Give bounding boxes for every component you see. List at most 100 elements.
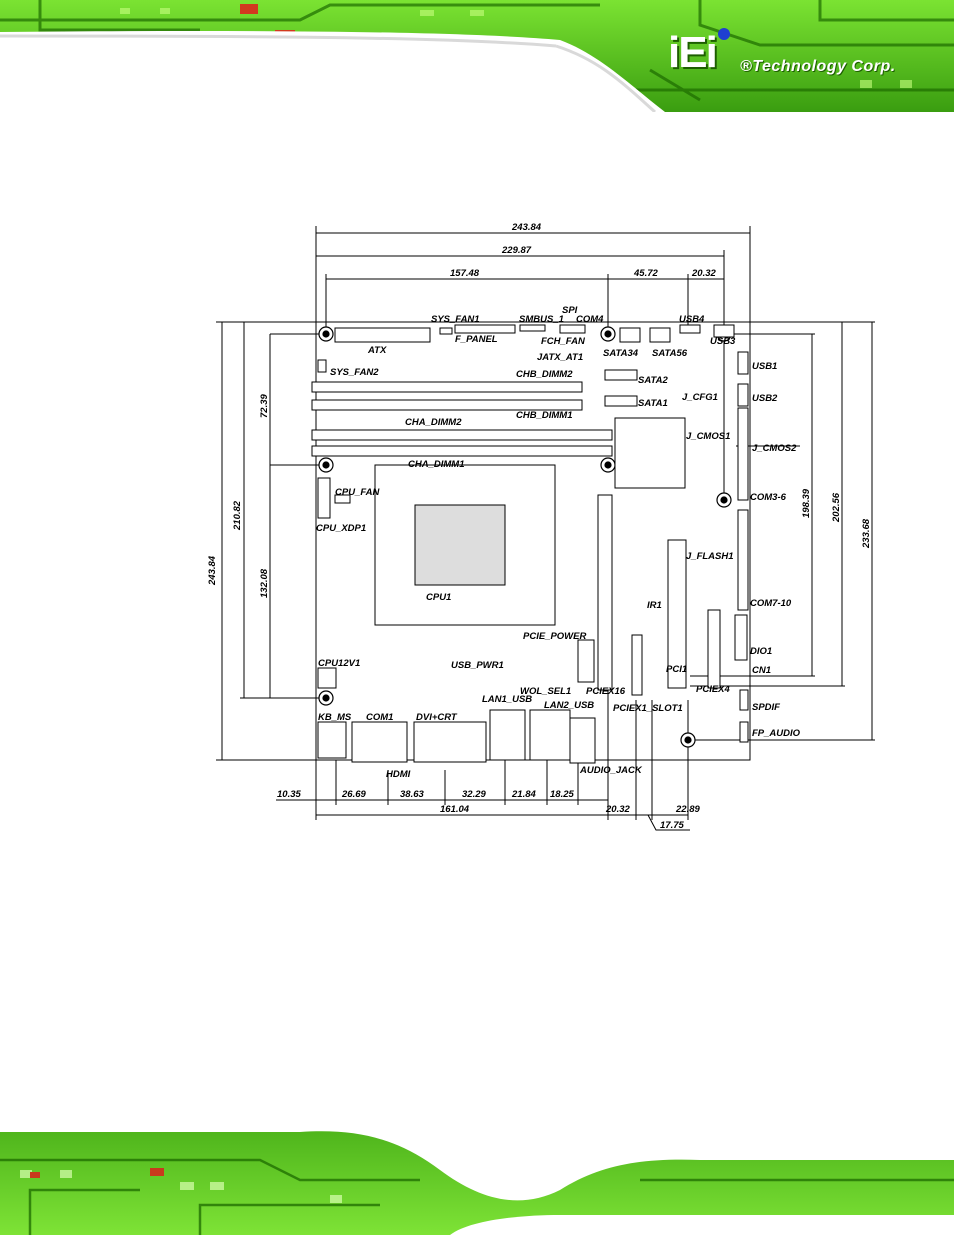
label-pciex16: PCIEX16: [586, 686, 626, 697]
dim-202-56: 202.56: [831, 492, 842, 523]
com3-6-header: [737, 407, 749, 501]
chb-dimm2-slot: [311, 381, 583, 393]
label-audio-jack: AUDIO_JACK: [579, 765, 643, 776]
label-lan1-usb: LAN1_USB: [482, 694, 532, 705]
label-dvi-crt: DVI+CRT: [416, 712, 458, 723]
dim-198-39: 198.39: [801, 488, 812, 518]
sys-fan1-header: [439, 327, 453, 335]
label-pciex4: PCIEX4: [696, 684, 731, 695]
cpu12v1-connector: [317, 667, 337, 689]
dim-20-32-bottom: 20.32: [605, 804, 630, 815]
label-pci1: PCI1: [666, 664, 687, 675]
pciex4-slot: [707, 609, 721, 689]
label-j-cmos2: J_CMOS2: [752, 443, 797, 454]
com7-10-header: [737, 509, 749, 611]
lan1-usb-port: [489, 709, 526, 761]
sys-fan2-header: [317, 359, 327, 373]
label-sata1: SATA1: [638, 398, 668, 409]
dim-20-32-top: 20.32: [691, 268, 716, 279]
label-com4: COM4: [576, 314, 604, 325]
label-hdmi: HDMI: [386, 769, 411, 780]
usb1-header: [737, 351, 749, 375]
page-header-banner: iEi ®Technology Corp.: [0, 0, 954, 112]
pci1-slot: [667, 539, 687, 689]
pciex16-slot: [597, 494, 613, 691]
circuit-board-header-graphic: [0, 0, 954, 112]
label-sata34: SATA34: [603, 348, 639, 359]
dim-45-72: 45.72: [633, 268, 658, 279]
cha-dimm2-slot: [311, 429, 613, 441]
label-com3-6: COM3-6: [750, 492, 787, 503]
label-jatx-at1: JATX_AT1: [537, 352, 583, 363]
label-sata2: SATA2: [638, 375, 668, 386]
usb4-header: [679, 324, 701, 334]
label-usb3: USB3: [710, 336, 736, 347]
label-cpu1: CPU1: [426, 592, 451, 603]
atx-connector: [334, 327, 431, 343]
cpu-fan-header: [334, 494, 351, 504]
company-name: ®Technology Corp.: [740, 58, 896, 75]
sata2-connector: [604, 369, 638, 381]
label-wol-sel1: WOL_SEL1: [520, 686, 571, 697]
label-usb-pwr1: USB_PWR1: [451, 660, 504, 671]
dim-32-29: 32.29: [462, 789, 486, 800]
label-cha-dimm2: CHA_DIMM2: [405, 417, 462, 428]
usb2-header: [737, 383, 749, 407]
label-usb2: USB2: [752, 393, 778, 404]
lan2-usb-port: [529, 709, 571, 761]
label-chb-dimm1: CHB_DIMM1: [516, 410, 572, 421]
dim-161-04: 161.04: [440, 804, 470, 815]
label-cpu12v1: CPU12V1: [318, 658, 360, 669]
label-pciex1-slot1: PCIEX1_SLOT1: [613, 703, 683, 714]
label-pcie-power: PCIE_POWER: [523, 631, 586, 642]
kb-ms-port: [317, 721, 347, 759]
cpu-xdp1-connector: [317, 477, 331, 519]
com1-hdmi-port: [351, 721, 408, 763]
label-cha-dimm1: CHA_DIMM1: [408, 459, 464, 470]
label-atx: ATX: [367, 345, 387, 356]
dim-18-25: 18.25: [550, 789, 574, 800]
label-j-cmos1: J_CMOS1: [686, 431, 730, 442]
label-ir1: IR1: [647, 600, 662, 611]
chipset: [614, 417, 686, 489]
dim-10-35: 10.35: [277, 789, 301, 800]
dim-229-87: 229.87: [501, 245, 532, 256]
smbus-header: [519, 324, 546, 332]
sata56-connector: [649, 327, 671, 343]
dim-132-08: 132.08: [259, 568, 270, 598]
dim-26-69: 26.69: [341, 789, 366, 800]
label-fp-audio: FP_AUDIO: [752, 728, 801, 739]
cpu1-socket: [414, 504, 506, 586]
sata34-connector: [619, 327, 641, 343]
f-panel-header: [454, 324, 516, 334]
dim-243-84-top: 243.84: [511, 222, 542, 233]
label-smbus-1: SMBUS_1: [519, 314, 564, 325]
label-f-panel: F_PANEL: [455, 334, 498, 345]
label-sys-fan2: SYS_FAN2: [330, 367, 379, 378]
dim-233-68: 233.68: [861, 518, 872, 549]
label-dio1: DIO1: [750, 646, 772, 657]
dim-243-84-left: 243.84: [207, 555, 218, 586]
label-usb4: USB4: [679, 314, 705, 325]
label-fch-fan: FCH_FAN: [541, 336, 586, 347]
dim-157-48: 157.48: [450, 268, 480, 279]
sata1-connector: [604, 395, 638, 407]
label-cpu-fan: CPU_FAN: [335, 487, 380, 498]
label-cn1: CN1: [752, 665, 771, 676]
label-kb-ms: KB_MS: [318, 712, 352, 723]
label-j-flash1: J_FLASH1: [686, 551, 734, 562]
com4-header: [559, 324, 586, 334]
label-chb-dimm2: CHB_DIMM2: [516, 369, 573, 380]
label-j-cfg1: J_CFG1: [682, 392, 718, 403]
chb-dimm1-slot: [311, 399, 583, 411]
cha-dimm1-slot: [311, 445, 613, 457]
label-sata56: SATA56: [652, 348, 688, 359]
pciex1-slot1: [631, 634, 643, 696]
audio-jack-port: [569, 717, 596, 764]
dim-210-82: 210.82: [232, 500, 243, 531]
page-footer-banner: [0, 1120, 954, 1235]
dim-17-75: 17.75: [660, 820, 684, 831]
circuit-board-footer-graphic: [0, 1131, 954, 1235]
label-lan2-usb: LAN2_USB: [544, 700, 594, 711]
